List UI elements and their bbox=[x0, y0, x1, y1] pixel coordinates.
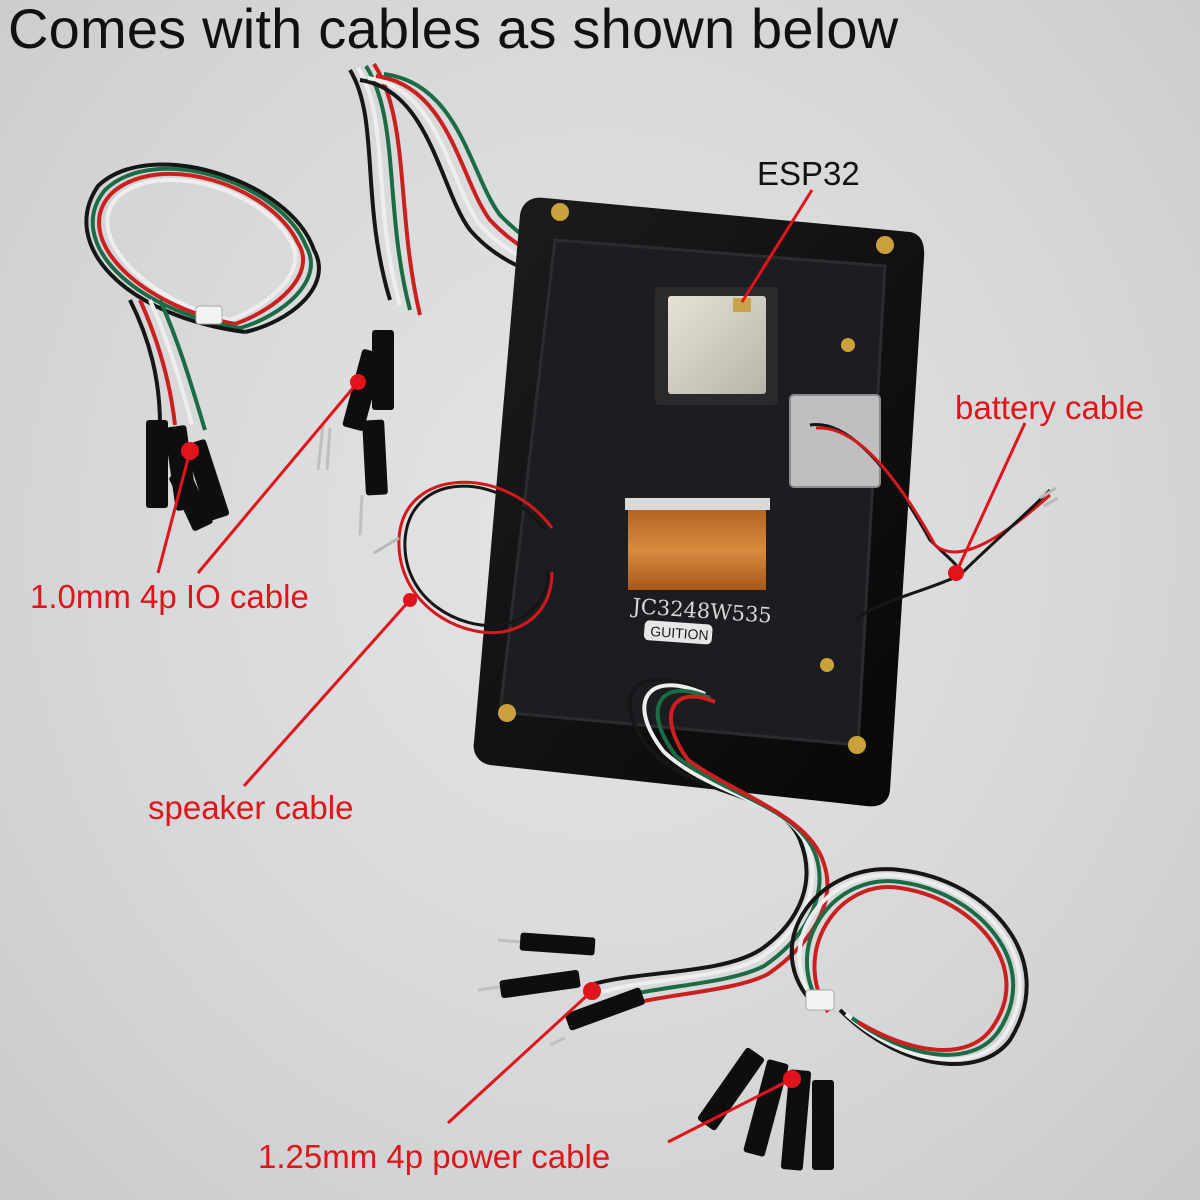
io-connector-left bbox=[195, 305, 223, 325]
annotation-leaders bbox=[156, 189, 1027, 1144]
power-cable-label: 1.25mm 4p power cable bbox=[258, 1138, 611, 1175]
speaker-cable-label: speaker cable bbox=[148, 789, 354, 826]
io-dupont-pins-top bbox=[316, 330, 394, 536]
battery-cable bbox=[809, 422, 1059, 622]
power-cable-right-loop bbox=[789, 867, 1029, 1066]
display-flex-cable bbox=[628, 510, 766, 590]
brass-standoff bbox=[551, 203, 569, 221]
brass-standoff bbox=[820, 658, 834, 672]
battery-cable-marker bbox=[948, 565, 964, 581]
brass-standoff bbox=[498, 704, 516, 722]
io-cable-left-loop bbox=[84, 162, 321, 431]
brand-logo bbox=[643, 620, 713, 645]
speaker-cable bbox=[373, 480, 554, 635]
io-dupont-housings-left bbox=[146, 420, 230, 531]
power-connector-right bbox=[805, 989, 835, 1011]
io-cable-marker bbox=[181, 442, 199, 460]
power-cable bbox=[589, 677, 830, 1014]
annotation-dots bbox=[181, 374, 964, 1088]
io-cable-label: 1.0mm 4p IO cable bbox=[30, 578, 309, 615]
esp32-label: ESP32 bbox=[757, 155, 860, 192]
fpc-connector bbox=[625, 498, 770, 510]
power-cable-marker bbox=[783, 1070, 801, 1088]
io-cable-marker bbox=[350, 374, 366, 390]
power-dupont-housings bbox=[477, 932, 645, 1047]
antenna-connector bbox=[733, 298, 751, 312]
brass-standoff bbox=[841, 338, 855, 352]
speaker-cable-marker bbox=[403, 593, 417, 607]
page-title: Comes with cables as shown below bbox=[8, 0, 899, 60]
power-cable-marker bbox=[583, 982, 601, 1000]
esp32-module bbox=[655, 287, 778, 405]
brass-standoff bbox=[876, 236, 894, 254]
battery-cable-label: battery cable bbox=[955, 389, 1144, 426]
power-dupont-housings-right bbox=[697, 1047, 834, 1171]
brass-standoff bbox=[848, 736, 866, 754]
brand-marking: GUITION bbox=[650, 623, 709, 643]
sd-card-slot bbox=[789, 394, 881, 488]
